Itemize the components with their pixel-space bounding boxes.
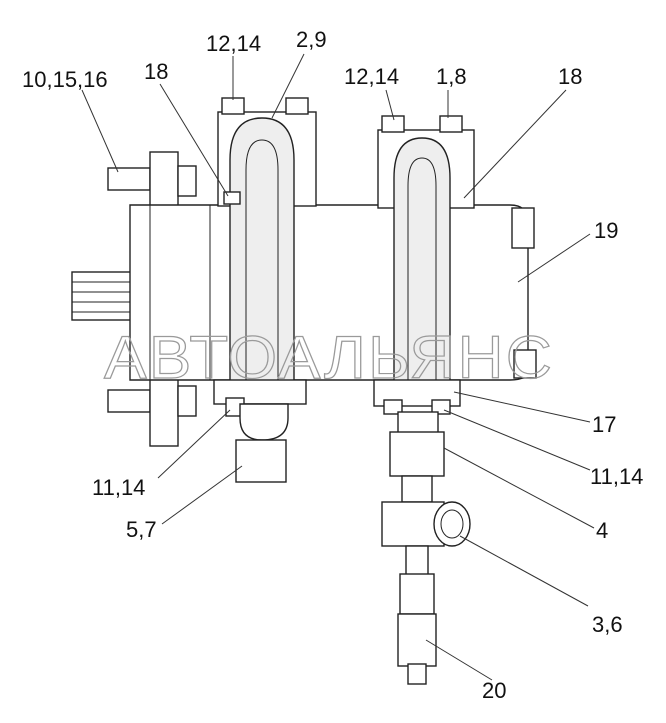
bottom-stud [107,389,151,413]
callout-labels: 12,14 2,9 10,15,16 18 12,14 1,8 18 19 17… [22,27,643,703]
callout-11-14-right: 11,14 [590,464,643,489]
callout-1-8: 1,8 [436,64,467,89]
callout-4: 4 [596,518,608,543]
splined-shaft [71,271,133,321]
assembly-drawing [71,97,537,685]
union-nut [389,431,445,477]
bottom-flange [149,373,179,447]
top-flange-nut [177,165,197,197]
callout-17: 17 [592,412,616,437]
end-cover-nut [511,207,535,249]
callout-3-6: 3,6 [592,612,623,637]
callout-12-14-left: 12,14 [206,31,261,56]
callout-20: 20 [482,678,506,703]
quick-connector [397,613,437,667]
callout-2-9: 2,9 [296,27,327,52]
callout-12-14-right: 12,14 [344,64,399,89]
leader-lines [81,53,595,681]
tee-side-port [433,501,471,547]
callout-10-15-16: 10,15,16 [22,67,108,92]
watermark: АВТОАЛЬЯНС [104,324,554,391]
bottom-flange-nut [177,385,197,417]
callout-18-left: 18 [144,59,168,84]
callout-5-7: 5,7 [126,517,157,542]
hose-coupling [399,573,435,615]
top-stud [107,167,151,191]
callout-11-14-left: 11,14 [92,475,145,500]
callout-18-right: 18 [558,64,582,89]
bottom-left-fitting [235,439,287,483]
callout-19: 19 [594,218,618,243]
end-cover-bolt [513,349,537,379]
